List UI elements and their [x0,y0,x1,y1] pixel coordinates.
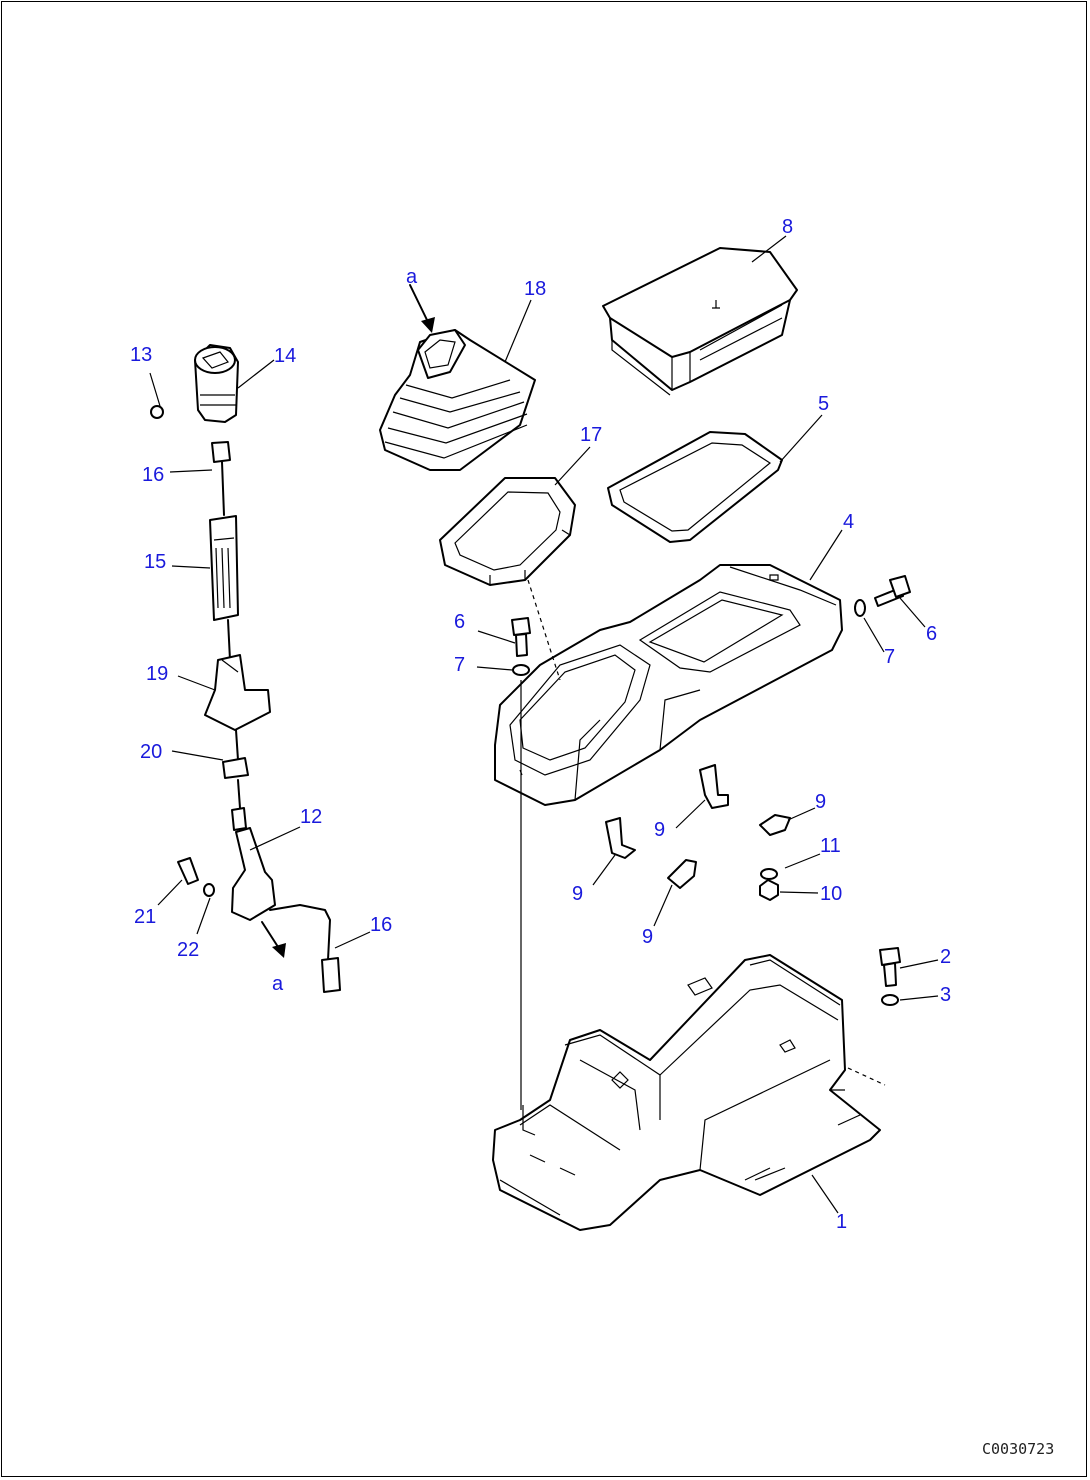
detail-mark-a-top: a [406,266,418,288]
callout-2: 2 [940,946,951,968]
callout-21: 21 [134,906,156,928]
callout-16-bottom: 16 [370,914,392,936]
callout-10: 10 [820,883,842,905]
callout-5: 5 [818,393,829,415]
callout-19: 19 [146,663,168,685]
leader-lines [149,235,939,1214]
callout-7-left: 7 [454,654,465,676]
callout-9-c: 9 [572,883,583,905]
callout-1: 1 [836,1211,847,1233]
callout-12: 12 [300,806,322,828]
callout-20: 20 [140,741,162,763]
callout-17: 17 [580,424,602,446]
callout-9-b: 9 [654,819,665,841]
part-18-lever-boot [379,329,536,471]
arrowhead [421,317,435,333]
part-4-console-cover [494,564,843,806]
callout-labels: 8 18 17 5 4 6 7 6 7 9 9 9 9 11 10 2 3 1 … [130,216,951,1233]
detail-a-top-arrow [409,284,429,323]
part-8-armrest-cushion [602,247,798,396]
callout-22: 22 [177,939,199,961]
part-6-7-right-bolt [854,575,911,617]
part-1-console-base [492,954,881,1231]
callout-6-right: 6 [926,623,937,645]
part-6-7-left-bolt [511,617,531,676]
callout-11: 11 [820,835,841,857]
callout-14: 14 [274,345,296,367]
callout-3: 3 [940,984,951,1006]
detail-mark-a-bottom: a [272,973,284,995]
part-13-14-lever-knob [150,344,239,423]
assembly-line-17-4 [527,579,561,681]
callout-9-a: 9 [815,791,826,813]
part-17-boot-frame [439,477,576,586]
callout-9-d: 9 [642,926,653,948]
callout-18: 18 [524,278,546,300]
callout-7-right: 7 [884,646,895,668]
callout-16-top: 16 [142,464,164,486]
callout-8: 8 [782,216,793,238]
part-5-tray-frame [607,431,783,543]
callout-13: 13 [130,344,152,366]
part-15-16-19-20-12-lever-stack [177,441,341,993]
callout-6-left: 6 [454,611,465,633]
drawing-code: C0030723 [982,1440,1054,1458]
part-10-11-nuts [759,868,779,901]
callout-4: 4 [843,511,854,533]
assembly-line-base [847,1067,886,1086]
callout-15: 15 [144,551,166,573]
part-2-3-bolt-washer [879,947,901,1006]
part-9-brackets [605,764,791,889]
